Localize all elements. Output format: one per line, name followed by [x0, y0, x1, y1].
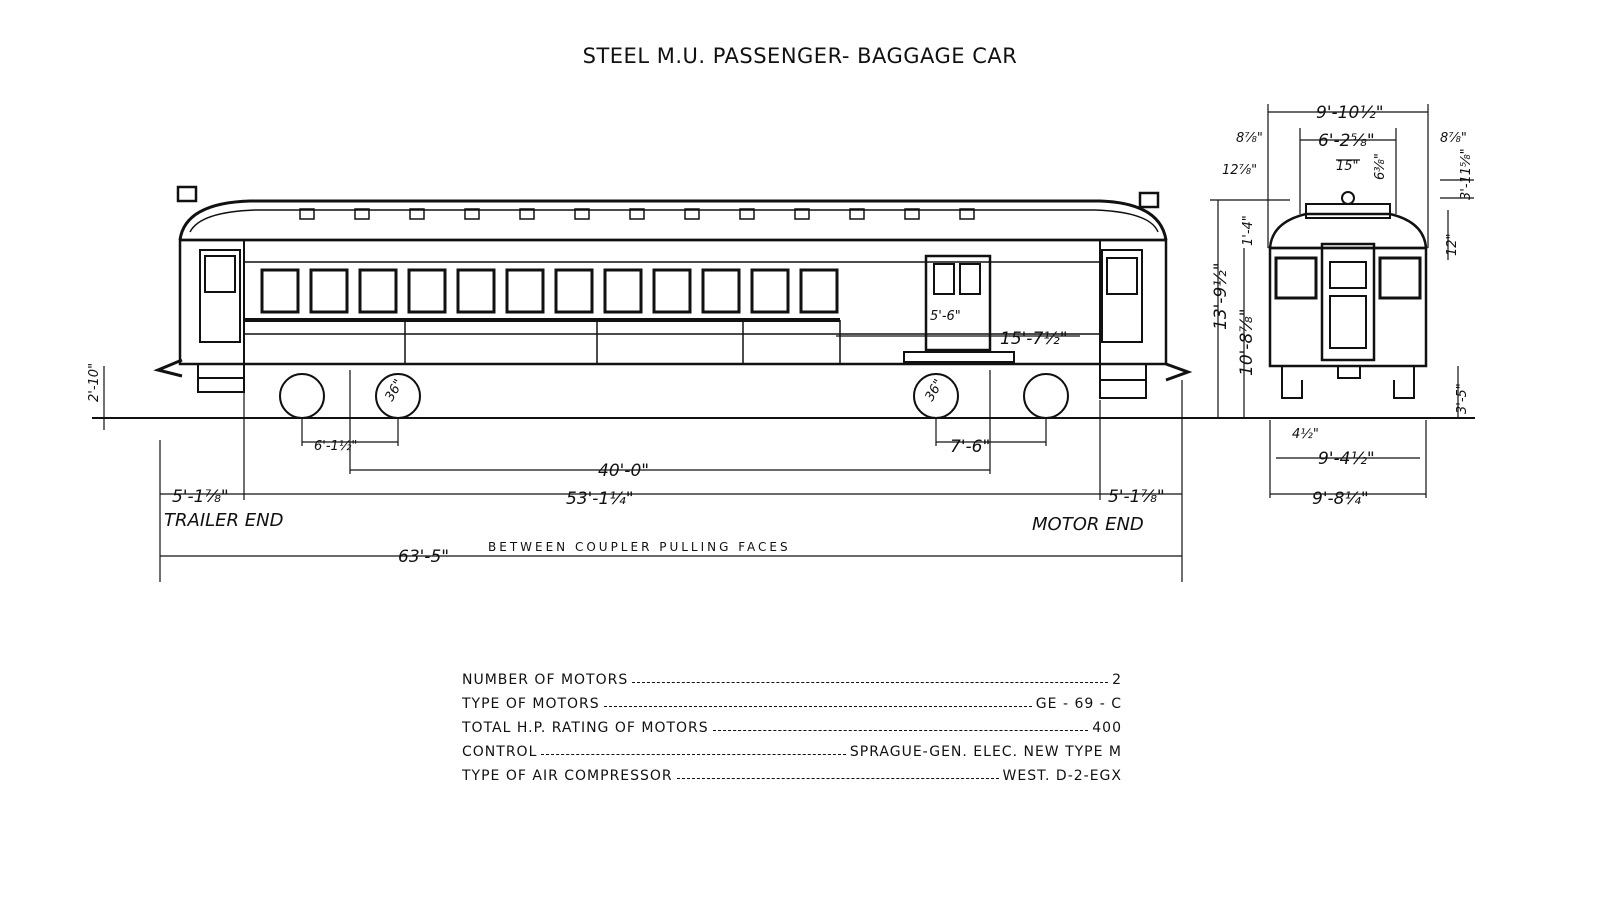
spec-leader [603, 706, 1032, 707]
dim-right-twelve: 12" [1445, 233, 1460, 256]
end-door-window [1329, 261, 1367, 289]
end-headlight [1341, 191, 1355, 205]
spec-value: SPRAGUE-GEN. ELEC. NEW TYPE M [849, 744, 1122, 760]
dim-baggage-door: 5'-6" [930, 309, 961, 324]
dim-wheel-motor: 36" [922, 377, 946, 404]
end-elevation [1268, 191, 1428, 399]
side-body [178, 238, 1168, 366]
spec-row: TYPE OF MOTORS GE - 69 - C [462, 688, 1122, 712]
wheel-trailer-1 [279, 373, 325, 419]
end-window-left [1274, 256, 1318, 300]
spec-key: TYPE OF AIR COMPRESSOR [462, 768, 673, 784]
end-step-right [1393, 366, 1415, 399]
dim-motor-wheelbase: 7'-6" [950, 437, 990, 457]
end-door-panel [1329, 295, 1367, 349]
dim-step-height: 3'-5" [1455, 383, 1470, 414]
roof-vents [299, 208, 975, 220]
side-roof [178, 199, 1168, 241]
dim-overhang-left: 5'-1⅞" [172, 487, 229, 507]
spec-key: TYPE OF MOTORS [462, 696, 600, 712]
spec-value: 2 [1112, 672, 1122, 688]
dim-trailer-wheelbase: 6'-1½" [314, 439, 357, 454]
side-roof-monitor [189, 209, 1159, 233]
dim-width-overall: 9'-8¼" [1312, 489, 1369, 509]
end-coupler [1337, 365, 1361, 379]
spec-row: TOTAL H.P. RATING OF MOTORS 400 [462, 712, 1122, 736]
label-motor-end: MOTOR END [1032, 514, 1144, 535]
dim-width-sill: 9'-4½" [1318, 449, 1375, 469]
left-end-door-window [204, 255, 236, 293]
dim-right-offset: 8⅞" [1440, 131, 1467, 146]
spec-leader [676, 778, 999, 779]
marker-lamp-left [176, 185, 198, 203]
baggage-door-step [903, 351, 1015, 363]
side-dimension-lines [103, 335, 1183, 582]
end-step-left [1281, 366, 1303, 399]
end-door [1320, 242, 1376, 362]
dim-baggage-section: 15'-7½" [1000, 329, 1068, 349]
end-dimension-lines [1210, 104, 1474, 498]
spec-leader [712, 730, 1089, 731]
dim-roof-width: 9'-10½" [1316, 103, 1384, 123]
dim-eaves: 1'-4" [1241, 215, 1256, 246]
dim-roof-drop: 12⅞" [1222, 163, 1257, 178]
dim-overhang-right: 5'-1⅞" [1108, 487, 1165, 507]
coupler-left [153, 358, 183, 378]
wheel-motor-2 [1023, 373, 1069, 419]
spec-key: TOTAL H.P. RATING OF MOTORS [462, 720, 709, 736]
marker-lamp-right [1138, 191, 1160, 209]
panel-lines [404, 320, 841, 364]
dim-truck-centers: 40'-0" [598, 461, 649, 481]
baggage-door-window-right [959, 263, 981, 295]
dim-monitor-center: 15" [1336, 159, 1359, 174]
baggage-door-window-left [933, 263, 955, 295]
coupler-right [1165, 362, 1193, 382]
spec-row: NUMBER OF MOTORS 2 [462, 664, 1122, 688]
spec-value: 400 [1092, 720, 1122, 736]
overall-length-note: BETWEEN COUPLER PULLING FACES [488, 540, 791, 554]
dim-right-small: 3'-11⅝" [1459, 148, 1474, 200]
spec-value: GE - 69 - C [1035, 696, 1122, 712]
spec-row: CONTROL SPRAGUE-GEN. ELEC. NEW TYPE M [462, 736, 1122, 760]
passenger-windows [260, 268, 839, 314]
left-end-door [199, 249, 241, 343]
dim-overall-length: 63'-5" [398, 547, 449, 567]
drawing-title: STEEL M.U. PASSENGER- BAGGAGE CAR [582, 44, 1018, 68]
label-trailer-end: TRAILER END [164, 510, 283, 531]
dim-step-small: 4½" [1292, 427, 1319, 442]
dim-monitor-width: 6'-2⅝" [1318, 131, 1375, 151]
spec-key: NUMBER OF MOTORS [462, 672, 629, 688]
spec-row: TYPE OF AIR COMPRESSOR WEST. D-2-EGX [462, 760, 1122, 784]
dim-body-length: 53'-1¼" [566, 489, 634, 509]
right-end-door [1101, 249, 1143, 343]
dim-floor-height: 10'-8⅞" [1237, 308, 1257, 376]
spec-leader [541, 754, 846, 755]
dim-wheel-trailer: 36" [382, 377, 406, 404]
baggage-door [924, 254, 992, 352]
end-monitor [1305, 203, 1391, 219]
dim-height-above-rail: 2'-10" [87, 363, 102, 402]
dim-overall-height: 13'-9½" [1211, 262, 1231, 330]
right-end-door-window [1106, 257, 1138, 295]
dim-monitor-height: 6⅜" [1373, 153, 1388, 180]
dim-left-offset: 8⅞" [1236, 131, 1263, 146]
spec-value: WEST. D-2-EGX [1002, 768, 1122, 784]
spec-table: NUMBER OF MOTORS 2 TYPE OF MOTORS GE - 6… [462, 664, 1122, 784]
end-window-right [1378, 256, 1422, 300]
spec-key: CONTROL [462, 744, 538, 760]
spec-leader [632, 682, 1109, 683]
